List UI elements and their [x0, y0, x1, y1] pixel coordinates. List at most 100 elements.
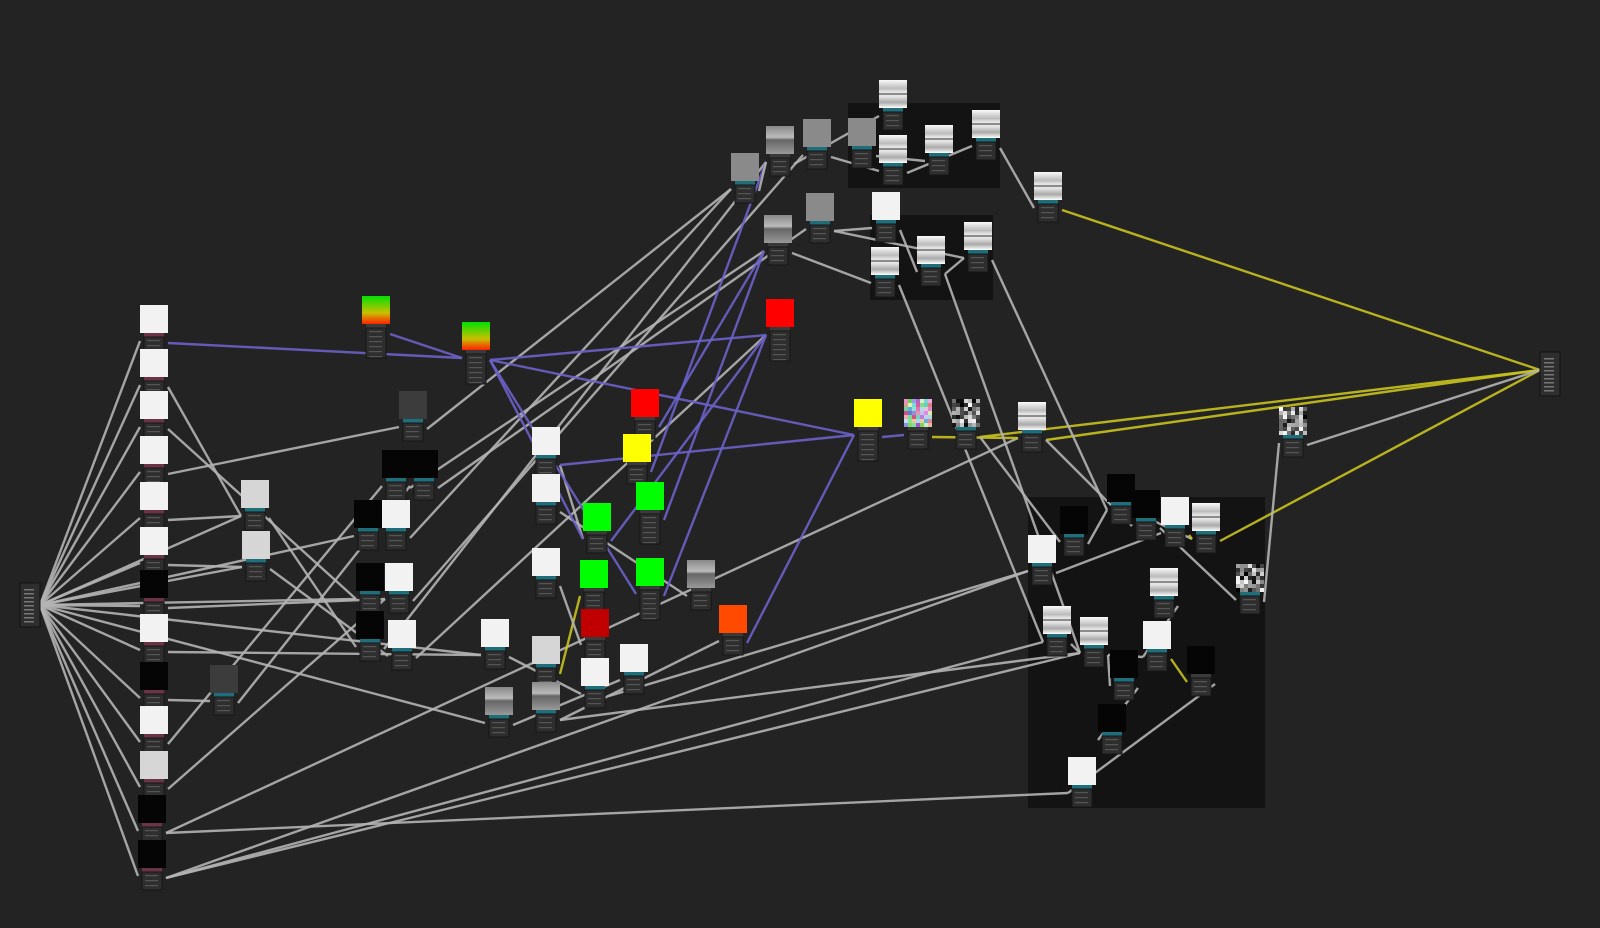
node-k7[interactable] [1150, 568, 1178, 618]
node-l0[interactable] [140, 305, 168, 355]
node-header[interactable] [144, 779, 164, 783]
node-header[interactable] [1240, 592, 1260, 596]
node-header[interactable] [875, 275, 895, 279]
node-l4[interactable] [140, 482, 168, 532]
node-header[interactable] [723, 633, 743, 637]
node-header[interactable] [144, 734, 164, 738]
node-body[interactable] [640, 590, 660, 620]
node-link-gray[interactable] [992, 260, 1107, 510]
node-header[interactable] [1147, 649, 1167, 653]
node-header[interactable] [691, 588, 711, 592]
node-k14[interactable] [1068, 757, 1096, 807]
node-link-gray[interactable] [168, 599, 385, 789]
node-lg1[interactable] [532, 636, 560, 686]
node-link-blue[interactable] [664, 335, 766, 596]
node-header[interactable] [366, 324, 386, 328]
node-header[interactable] [883, 163, 903, 167]
node-k13[interactable] [1098, 704, 1126, 754]
node-header[interactable] [386, 478, 406, 482]
node-header[interactable] [587, 531, 607, 535]
node-header[interactable] [768, 243, 788, 247]
node-header[interactable] [735, 181, 755, 185]
node-header[interactable] [929, 153, 949, 157]
node-n3[interactable] [1279, 407, 1307, 457]
node-k3[interactable] [1060, 506, 1088, 556]
node-w4[interactable] [481, 619, 509, 669]
node-body[interactable] [466, 354, 486, 384]
node-s3[interactable] [687, 560, 715, 610]
node-k1[interactable] [1107, 474, 1135, 524]
node-link-blue[interactable] [651, 162, 766, 472]
node-l10[interactable] [140, 751, 168, 801]
node-link-gray[interactable] [40, 518, 140, 605]
node-header[interactable] [1072, 785, 1092, 789]
node-t6[interactable] [764, 215, 792, 265]
node-link-blue[interactable] [560, 435, 854, 465]
node-header[interactable] [489, 715, 509, 719]
node-gr3[interactable] [636, 482, 664, 544]
node-header[interactable] [360, 591, 380, 595]
node-header[interactable] [392, 648, 412, 652]
node-link-blue[interactable] [490, 360, 636, 594]
node-header[interactable] [883, 108, 903, 112]
node-u10[interactable] [1018, 402, 1046, 452]
node-header[interactable] [908, 427, 928, 431]
node-header[interactable] [536, 576, 556, 580]
node-header[interactable] [1064, 534, 1084, 538]
node-header[interactable] [485, 647, 505, 651]
node-u3[interactable] [925, 125, 953, 175]
node-l11[interactable] [138, 795, 166, 845]
node-link-gray[interactable] [427, 189, 731, 429]
node-header[interactable] [144, 377, 164, 381]
node-header[interactable] [810, 221, 830, 225]
node-header[interactable] [585, 686, 605, 690]
node-header[interactable] [144, 419, 164, 423]
node-header[interactable] [1102, 732, 1122, 736]
node-t2[interactable] [766, 126, 794, 176]
node-link-yellow[interactable] [1220, 370, 1540, 541]
node-link-gray[interactable] [166, 793, 1068, 833]
node-s2[interactable] [532, 682, 560, 732]
node-header[interactable] [386, 528, 406, 532]
node-header[interactable] [144, 690, 164, 694]
node-link-gray[interactable] [168, 387, 241, 516]
node-link-gray[interactable] [166, 653, 1080, 878]
node-header[interactable] [214, 693, 234, 697]
node-header[interactable] [1165, 525, 1185, 529]
node-link-gray[interactable] [168, 516, 241, 520]
node-out2[interactable] [1540, 352, 1560, 396]
node-w5[interactable] [532, 427, 560, 477]
node-body[interactable] [366, 328, 386, 358]
node-header[interactable] [640, 510, 660, 514]
node-w9[interactable] [620, 644, 648, 694]
node-or1[interactable] [719, 605, 747, 655]
node-y2[interactable] [854, 399, 882, 461]
node-header[interactable] [770, 327, 790, 331]
node-b3[interactable] [354, 500, 382, 550]
node-l5[interactable] [140, 527, 168, 577]
node-header[interactable] [1154, 596, 1174, 600]
node-link-gray[interactable] [410, 189, 731, 538]
node-link-blue[interactable] [664, 251, 764, 520]
node-header[interactable] [144, 598, 164, 602]
node-link-yellow[interactable] [980, 370, 1540, 437]
node-u1[interactable] [879, 80, 907, 130]
node-header[interactable] [144, 510, 164, 514]
node-header[interactable] [403, 419, 423, 423]
node-r1[interactable] [631, 389, 659, 439]
node-link-gray[interactable] [1264, 443, 1279, 602]
node-link-gray[interactable] [40, 605, 138, 876]
node-u5[interactable] [872, 192, 900, 242]
node-w2[interactable] [385, 563, 413, 613]
node-b2[interactable] [410, 450, 438, 500]
node-link-gray[interactable] [792, 253, 871, 283]
node-u4[interactable] [972, 110, 1000, 160]
node-header[interactable] [144, 333, 164, 337]
node-b1[interactable] [382, 450, 410, 500]
node-b4[interactable] [356, 563, 384, 613]
node-header[interactable] [142, 868, 162, 872]
node-header[interactable] [852, 146, 872, 150]
node-s1[interactable] [485, 687, 513, 737]
node-link-blue[interactable] [882, 435, 904, 437]
